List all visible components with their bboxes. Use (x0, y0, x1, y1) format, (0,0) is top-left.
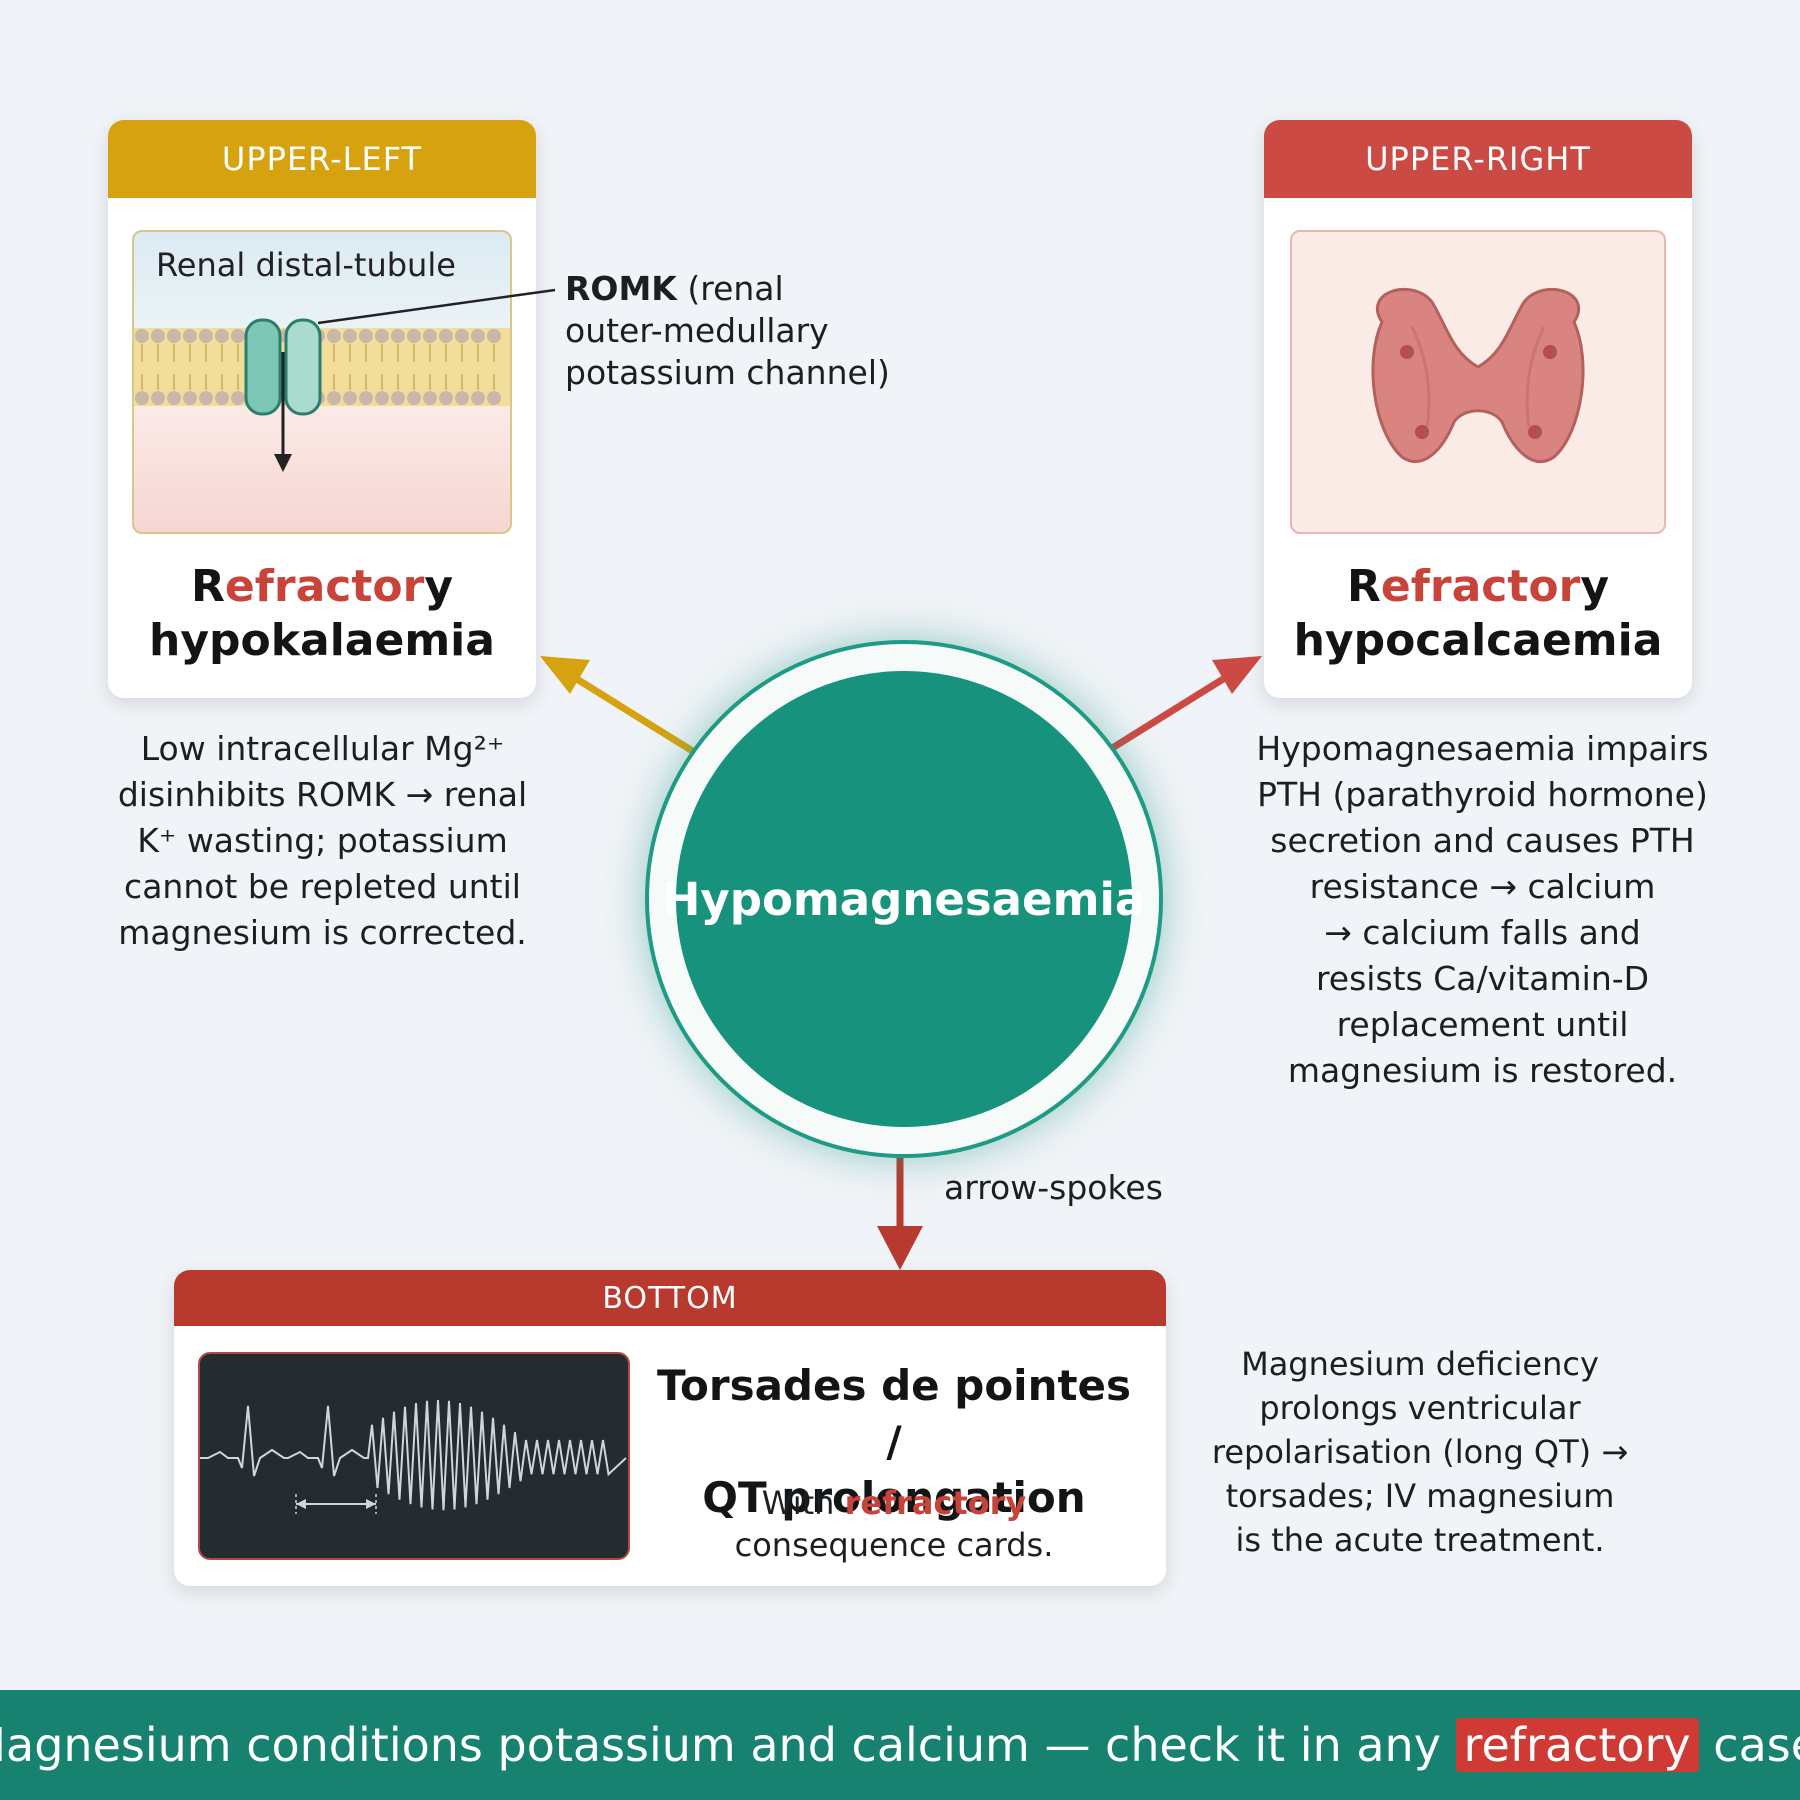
card-subtitle-torsades: With refractory consequence cards. (734, 1484, 1054, 1564)
spoke-label: arrow-spokes (944, 1168, 1163, 1207)
summary-banner: Magnesium conditions potassium and calci… (0, 1690, 1800, 1800)
card-torsades: BOTTOM Torsades de pointes / QT prolonga… (174, 1270, 1166, 1586)
hub-ring: Hypomagnesaemia (645, 640, 1163, 1158)
romk-channel-icon (244, 318, 322, 472)
membrane-illustration (134, 318, 510, 472)
diagram-label: Renal distal-tubule (156, 246, 456, 284)
arrowhead-upper-left (540, 656, 590, 694)
card-title-torsades: Torsades de pointes / QT prolongation (656, 1361, 1132, 1522)
arrowhead-upper-right (1212, 656, 1262, 694)
card-title-hypocalcaemia: Refractory hypocalcaemia (1293, 561, 1663, 666)
ecg-panel (198, 1352, 630, 1560)
card-title-hypokalaemia: Refractory hypokalaemia (149, 561, 495, 666)
romk-callout: ROMK (renal outer-medullary potassium ch… (565, 269, 890, 392)
parathyroid-illustration-panel (1290, 230, 1666, 534)
note-hypocalcaemia: Hypomagnesaemia impairs PTH (parathyroid… (1256, 729, 1709, 1090)
ecg-torsades-trace (200, 1399, 627, 1514)
thyroid-gland-icon (1371, 287, 1585, 464)
card-header-bottom: BOTTOM (174, 1270, 1166, 1326)
renal-tubule-diagram: Renal distal-tubule (132, 230, 512, 534)
card-header-upper-right: UPPER-RIGHT (1264, 120, 1692, 198)
note-hypokalaemia: Low intracellular Mg²⁺ disinhibits ROMK … (117, 729, 528, 952)
arrowhead-bottom (877, 1226, 923, 1270)
hub-hypomagnesaemia: Hypomagnesaemia (663, 671, 1145, 1127)
note-torsades: Magnesium deficiency prolongs ventricula… (1211, 1345, 1629, 1559)
card-hypocalcaemia: UPPER-RIGHT Refractory hypocalcaemia (1264, 120, 1692, 698)
card-header-upper-left: UPPER-LEFT (108, 120, 536, 198)
card-hypokalaemia: UPPER-LEFT Renal distal-tubule Refractor… (108, 120, 536, 698)
